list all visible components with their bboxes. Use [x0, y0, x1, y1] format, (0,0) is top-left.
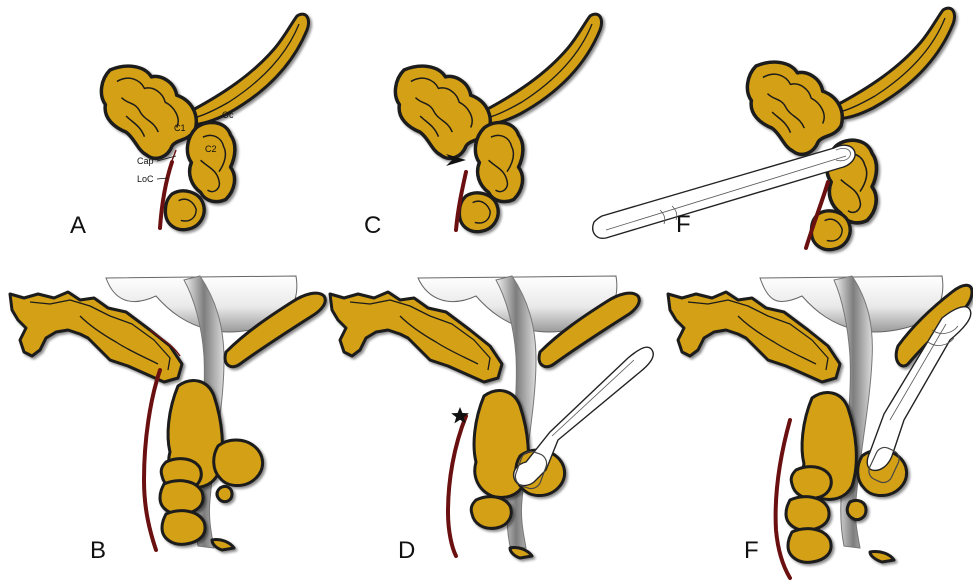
label-c2: C2 [205, 144, 217, 154]
panel-letter-c: C [364, 212, 381, 239]
panel-letter-f: F [744, 537, 759, 564]
label-c1: C1 [174, 123, 186, 133]
panel-d: D [330, 276, 653, 564]
panel-e: F [593, 8, 955, 249]
panel-letter-a: A [70, 212, 86, 239]
panel-a: Oc C1 C2 Cap LoC A [70, 14, 309, 239]
panel-letter-e: F [676, 211, 691, 238]
label-oc: Oc [222, 110, 234, 120]
panel-letter-b: B [90, 537, 106, 564]
panel-c: C [364, 14, 602, 239]
panel-f: F [668, 276, 972, 578]
label-cap: Cap [137, 156, 154, 166]
panel-b: B [10, 276, 325, 564]
label-loc: LoC [137, 174, 154, 184]
panel-letter-d: D [398, 537, 415, 564]
